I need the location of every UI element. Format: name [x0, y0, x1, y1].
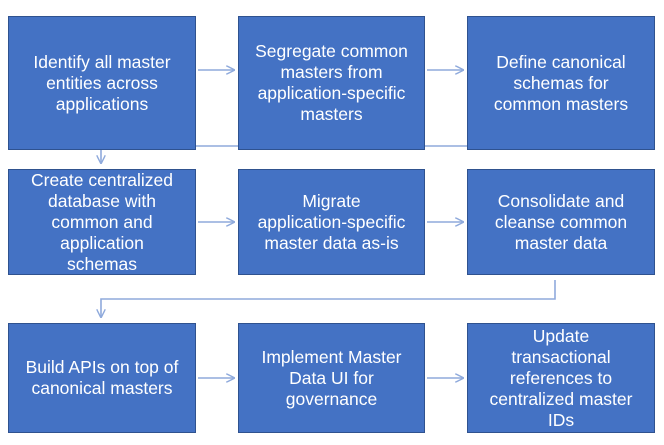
step-label: Segregate common masters from applicatio…: [255, 41, 408, 125]
step-label-line: centralized master: [489, 388, 633, 409]
step-label-line: Identify all master: [33, 51, 171, 72]
step-consolidate-cleanse: Consolidate and cleanse common master da…: [467, 169, 655, 275]
step-define-canonical-schemas: Define canonical schemas for common mast…: [467, 16, 655, 150]
step-label: Update transactional references to centr…: [490, 326, 633, 431]
step-label-line: Build APIs on top of: [25, 357, 179, 377]
step-label-line: Migrate: [302, 190, 361, 211]
step-label-line: cleanse common: [494, 211, 628, 232]
step-label-line: master data: [514, 232, 608, 253]
step-implement-master-data-ui: Implement Master Data UI for governance: [238, 323, 425, 433]
step-label-line: applications: [55, 93, 149, 114]
step-label-line: database with: [48, 190, 156, 211]
step-label: Identify all master entities across appl…: [33, 52, 170, 115]
step-label: Migrate application-specific master data…: [258, 191, 406, 254]
step-label-line: common and: [51, 211, 153, 232]
step-label-line: application-specific: [257, 83, 406, 103]
step-label-line: entities across: [46, 72, 158, 93]
step-label-line: schemas for: [513, 72, 609, 93]
step-label-line: Create centralized: [30, 169, 174, 190]
step-label-line: masters: [300, 104, 363, 124]
step-label-line: Data UI for: [289, 367, 374, 388]
step-label-line: Define canonical: [496, 51, 626, 72]
step-label-line: common masters: [493, 93, 629, 114]
step-label-line: Consolidate and: [497, 190, 625, 211]
step-label-line: schemas: [66, 253, 138, 274]
step-label-line: canonical masters: [31, 378, 173, 398]
step-label-line: governance: [285, 388, 378, 409]
step-update-transactional-references: Update transactional references to centr…: [467, 323, 655, 433]
step-identify-master-entities: Identify all master entities across appl…: [8, 16, 196, 150]
step-label: Define canonical schemas for common mast…: [494, 52, 628, 115]
step-label-line: Segregate common: [255, 41, 408, 61]
step-label-line: master data as-is: [264, 232, 399, 253]
step-label: Consolidate and cleanse common master da…: [495, 191, 627, 254]
step-label-line: references to: [509, 367, 613, 388]
step-label-line: application-specific: [257, 211, 406, 232]
step-label: Implement Master Data UI for governance: [261, 347, 401, 410]
step-label-line: transactional: [511, 346, 611, 367]
step-label: Create centralized database with common …: [31, 170, 173, 275]
step-build-apis: Build APIs on top of canonical masters: [8, 323, 196, 433]
step-label-line: Implement Master: [261, 346, 402, 367]
step-create-centralized-database: Create centralized database with common …: [8, 169, 196, 275]
step-label: Build APIs on top of canonical masters: [26, 357, 179, 399]
step-label-line: application: [60, 232, 144, 253]
step-label-line: IDs: [547, 409, 575, 430]
step-segregate-masters: Segregate common masters from applicatio…: [238, 16, 425, 150]
step-migrate-master-data: Migrate application-specific master data…: [238, 169, 425, 275]
arrow-step6-to-step7: [101, 280, 556, 317]
step-label-line: Update: [532, 325, 590, 346]
step-label-line: masters from: [280, 62, 383, 82]
